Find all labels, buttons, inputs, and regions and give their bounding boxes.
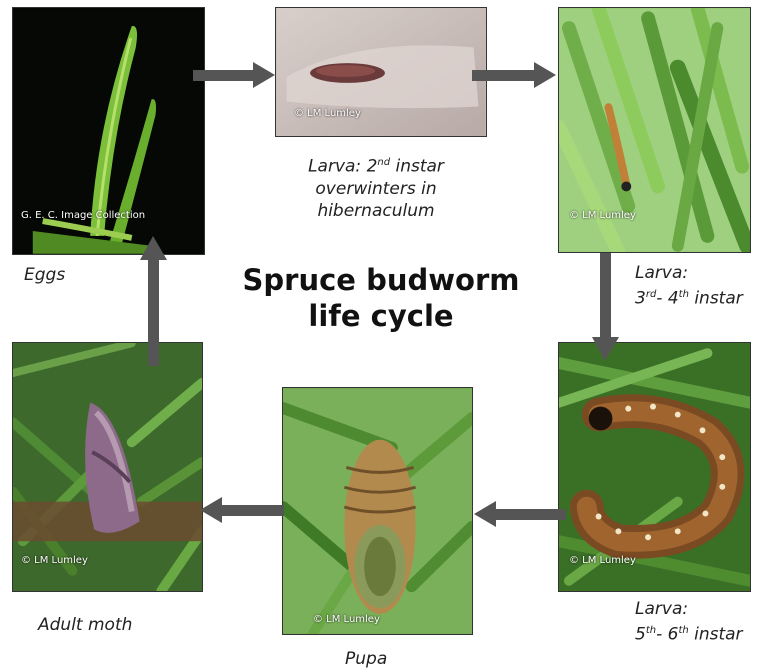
larva-5th-6th-image — [559, 343, 750, 591]
arrow-left-icon — [200, 497, 284, 523]
larva-2nd-line1-sup: nd — [377, 157, 390, 168]
eggs-caption: Eggs — [24, 264, 65, 286]
diagram-title: Spruce budworm life cycle — [236, 262, 526, 334]
eggs-credit: G. E. C. Image Collection — [21, 210, 145, 221]
adult-moth-photo: © LM Lumley — [12, 342, 203, 592]
larva-3rd-4th-mid: - 4 — [656, 289, 678, 309]
larva-3rd-4th-credit: © LM Lumley — [569, 210, 636, 221]
larva-5th-6th-mid: - 6 — [656, 625, 678, 645]
pupa-credit: © LM Lumley — [313, 614, 380, 625]
larva-5th-6th-credit: © LM Lumley — [569, 555, 636, 566]
adult-moth-image — [13, 343, 202, 591]
pupa-photo: © LM Lumley — [282, 387, 473, 635]
larva-3rd-4th-line1: Larva: — [635, 262, 743, 284]
larva-5th-6th-a-sup: th — [646, 625, 656, 636]
larva-2nd-line3: hibernaculum — [286, 200, 466, 222]
larva-5th-6th-a: 5 — [635, 625, 646, 645]
larva-3rd-4th-a-sup: rd — [646, 289, 656, 300]
larva-2nd-line2: overwinters in — [286, 178, 466, 200]
larva-3rd-4th-caption: Larva: 3rd- 4th instar — [635, 262, 743, 310]
larva-2nd-instar-photo: © LM Lumley — [275, 7, 487, 137]
larva-3rd-4th-a: 3 — [635, 289, 646, 309]
larva-2nd-caption: Larva: 2nd instar overwinters in hiberna… — [286, 152, 466, 222]
larva-5th-6th-post: instar — [689, 625, 743, 645]
larva-3rd-4th-post: instar — [689, 289, 743, 309]
adult-moth-credit: © LM Lumley — [21, 555, 88, 566]
larva-2nd-line1-pre: Larva: 2 — [308, 157, 377, 177]
larva-5th-6th-line1: Larva: — [635, 598, 743, 620]
larva-2nd-credit: © LM Lumley — [294, 108, 361, 119]
pupa-caption: Pupa — [345, 648, 387, 670]
larva-2nd-line1-post: instar — [390, 157, 444, 177]
adult-moth-caption: Adult moth — [38, 614, 132, 636]
larva-3rd-4th-instar-photo: © LM Lumley — [558, 7, 751, 253]
arrow-right-icon — [193, 62, 275, 88]
larva-5th-6th-b-sup: th — [678, 625, 688, 636]
pupa-image — [283, 388, 472, 634]
title-line2: life cycle — [236, 298, 526, 334]
eggs-photo: G. E. C. Image Collection — [12, 7, 205, 255]
title-line1: Spruce budworm — [236, 262, 526, 298]
larva-5th-6th-instar-photo: © LM Lumley — [558, 342, 751, 592]
larva-3rd-4th-b-sup: th — [679, 289, 689, 300]
larva-5th-6th-caption: Larva: 5th- 6th instar — [635, 598, 743, 646]
arrow-left-icon — [474, 501, 566, 527]
